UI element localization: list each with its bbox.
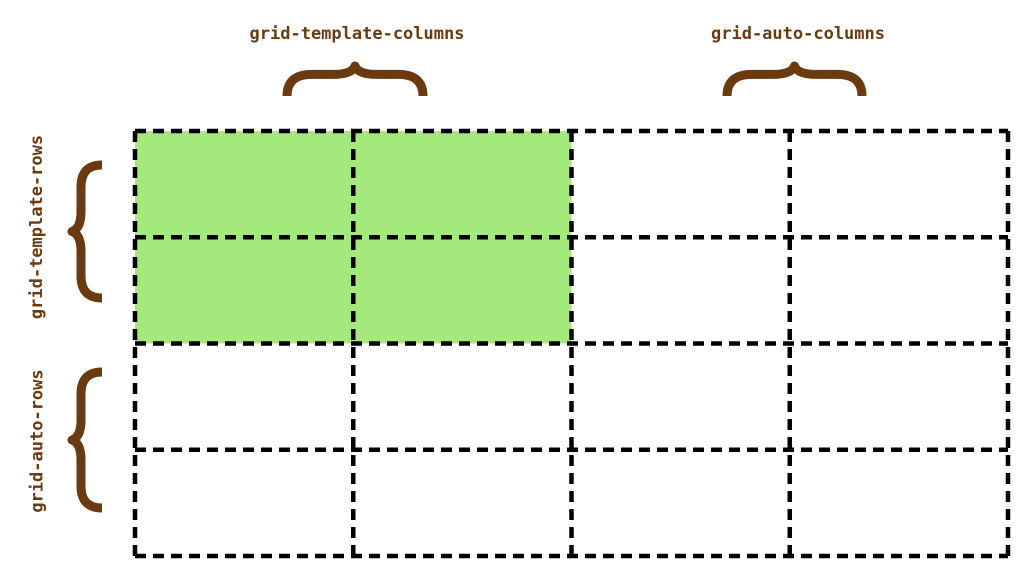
template-columns-brace <box>282 61 428 97</box>
grid-template-columns-label: grid-template-columns <box>249 24 465 44</box>
grid-template-rows-label: grid-template-rows <box>27 134 48 320</box>
grid-auto-rows-label: grid-auto-rows <box>27 369 48 513</box>
auto-columns-brace <box>722 61 867 97</box>
grid-auto-columns-label: grid-auto-columns <box>711 24 885 44</box>
auto-rows-brace <box>67 367 103 513</box>
template-rows-brace <box>67 160 103 303</box>
braces <box>67 61 867 513</box>
grid-lines <box>132 128 1011 559</box>
